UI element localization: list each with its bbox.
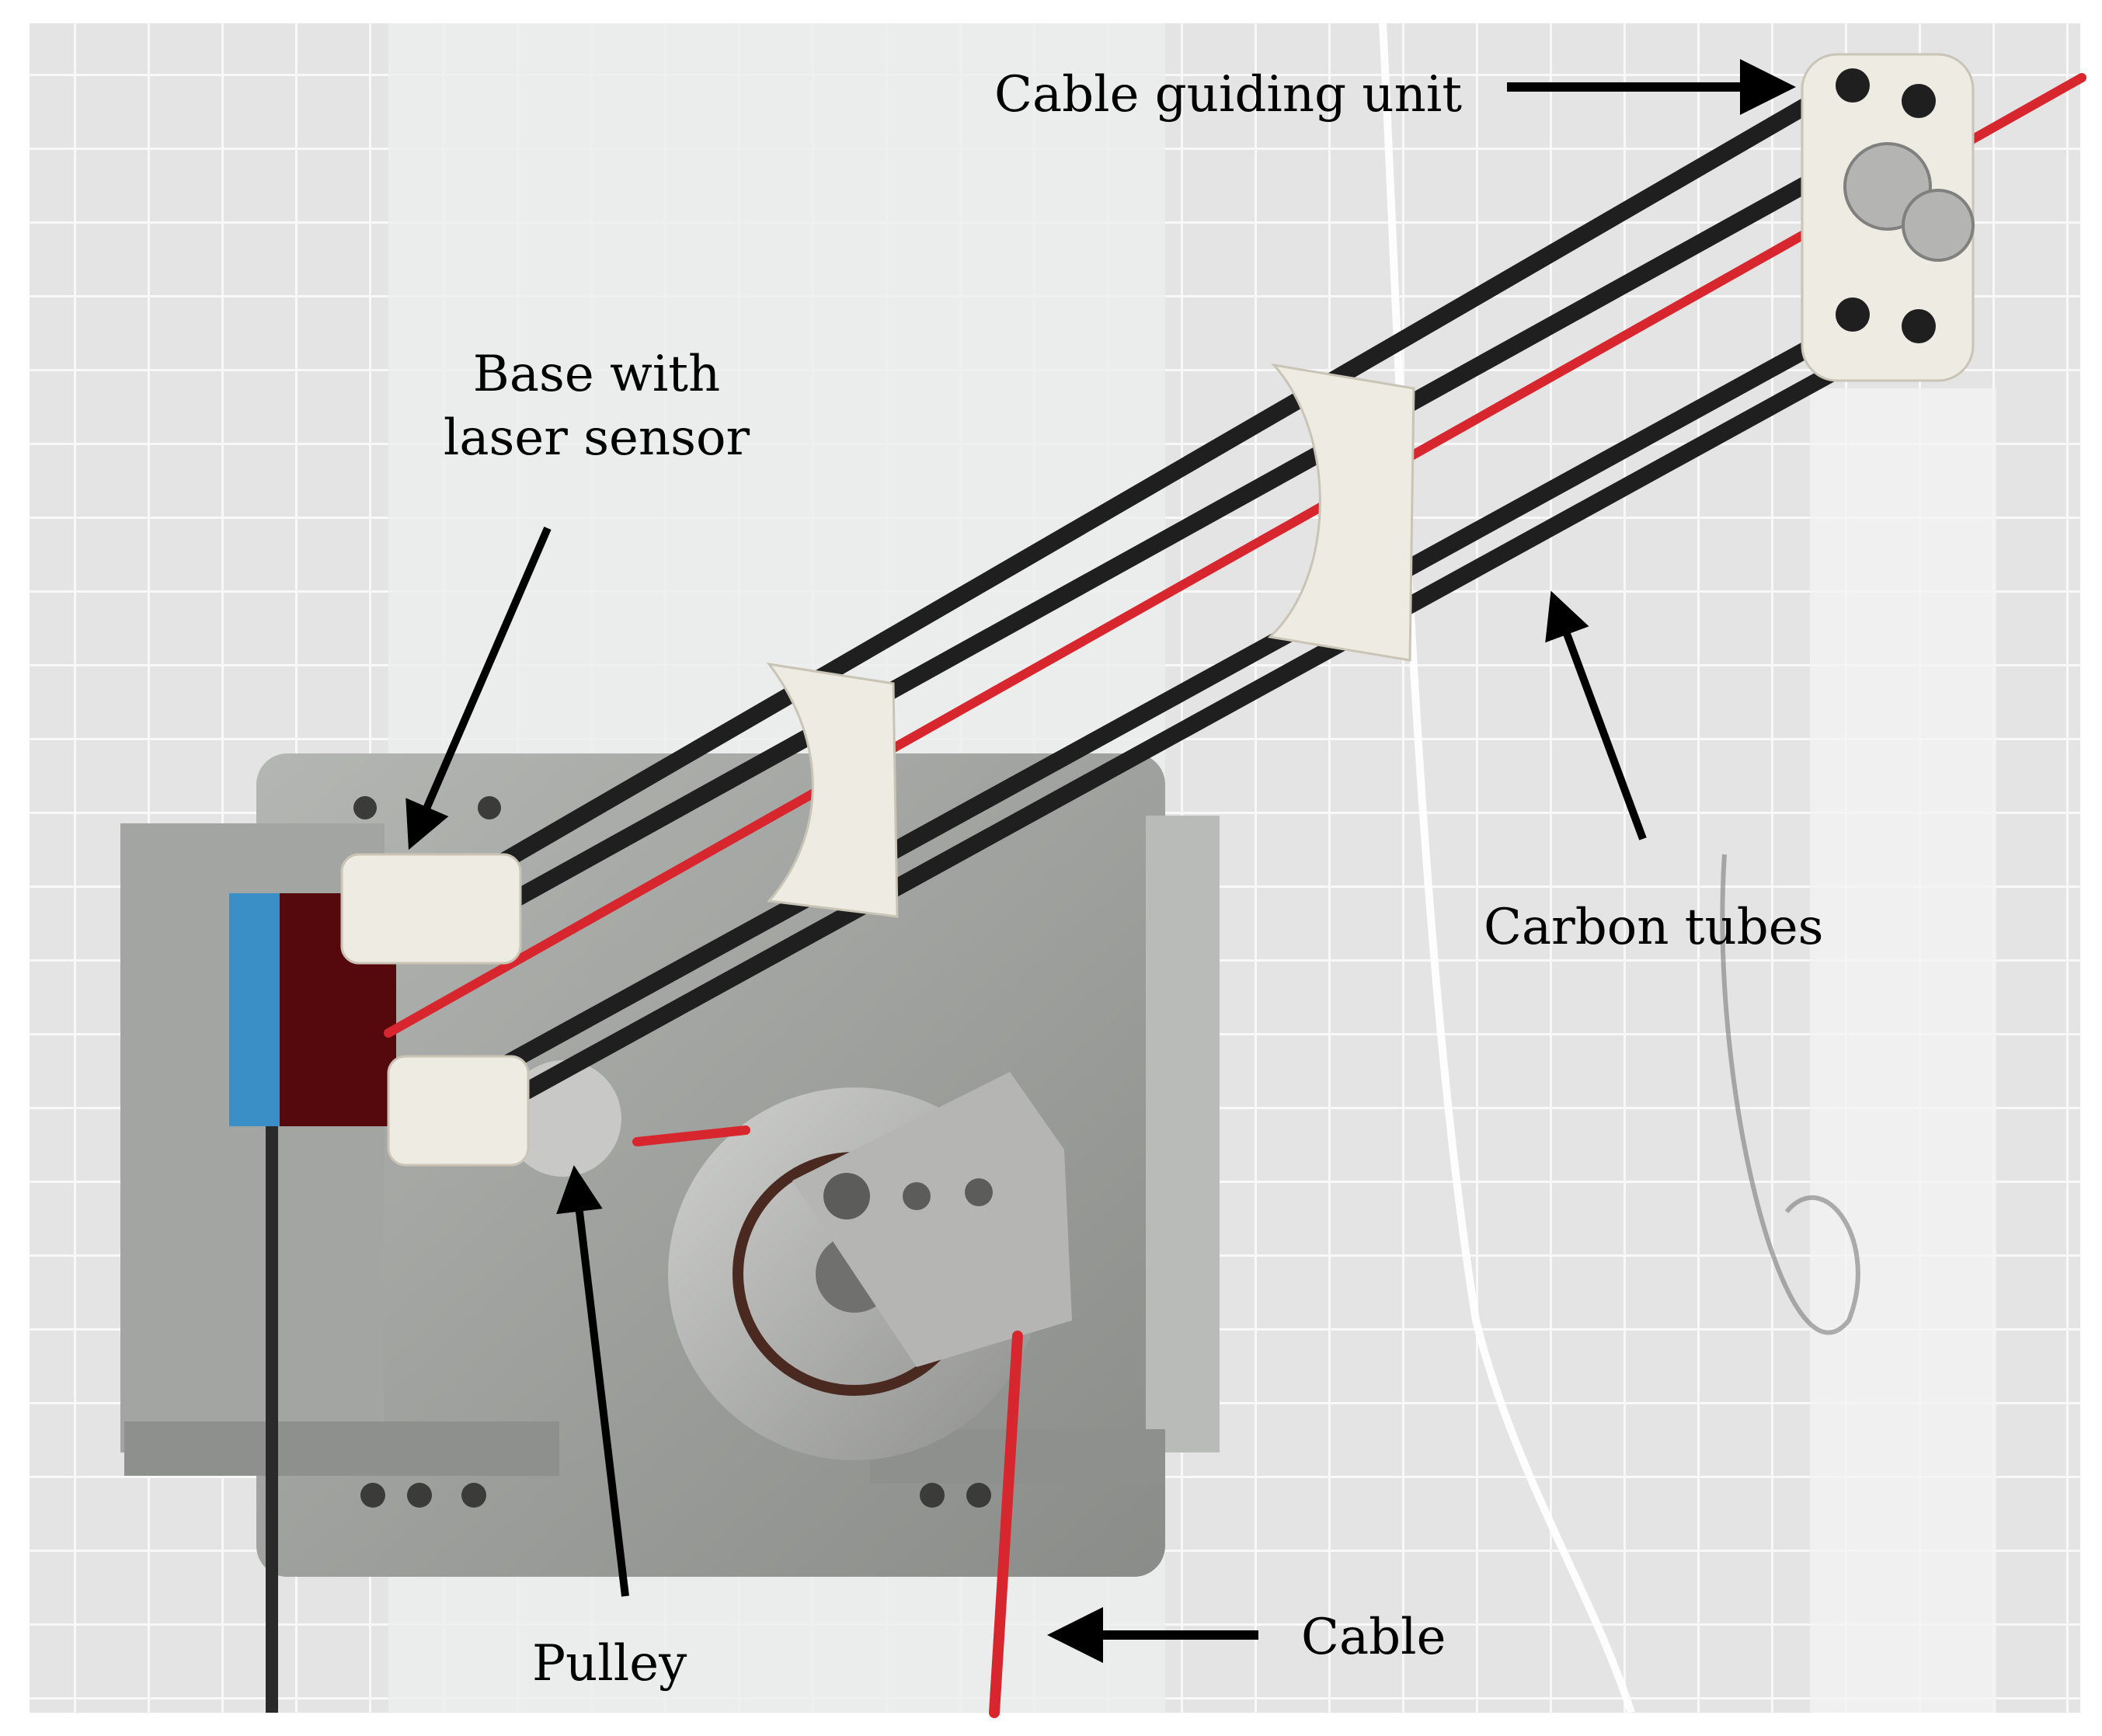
arrow-icon xyxy=(405,527,552,851)
background-cable-loop xyxy=(1379,23,1635,1714)
background-pillar xyxy=(1810,388,1996,1713)
label-base-line1: Base with xyxy=(472,346,721,403)
cable xyxy=(384,73,2086,1718)
arrow-icon xyxy=(1545,590,1647,840)
label-base-line2: laser sensor xyxy=(443,409,750,467)
laser-sensor xyxy=(229,893,396,1713)
cable-guiding-unit xyxy=(1801,53,1975,382)
tube-brackets xyxy=(340,363,1415,1167)
label-cable-guiding-unit: Cable guiding unit xyxy=(994,66,1463,124)
pulley-assembly xyxy=(505,1060,1072,1460)
label-pulley: Pulley xyxy=(532,1635,687,1693)
label-carbon-tubes: Carbon tubes xyxy=(1484,899,1824,956)
label-cable: Cable xyxy=(1301,1609,1446,1666)
carbon-tubes xyxy=(426,77,1912,1112)
arrow-icon xyxy=(556,1165,629,1597)
background-dark-wire xyxy=(1720,854,1860,1335)
